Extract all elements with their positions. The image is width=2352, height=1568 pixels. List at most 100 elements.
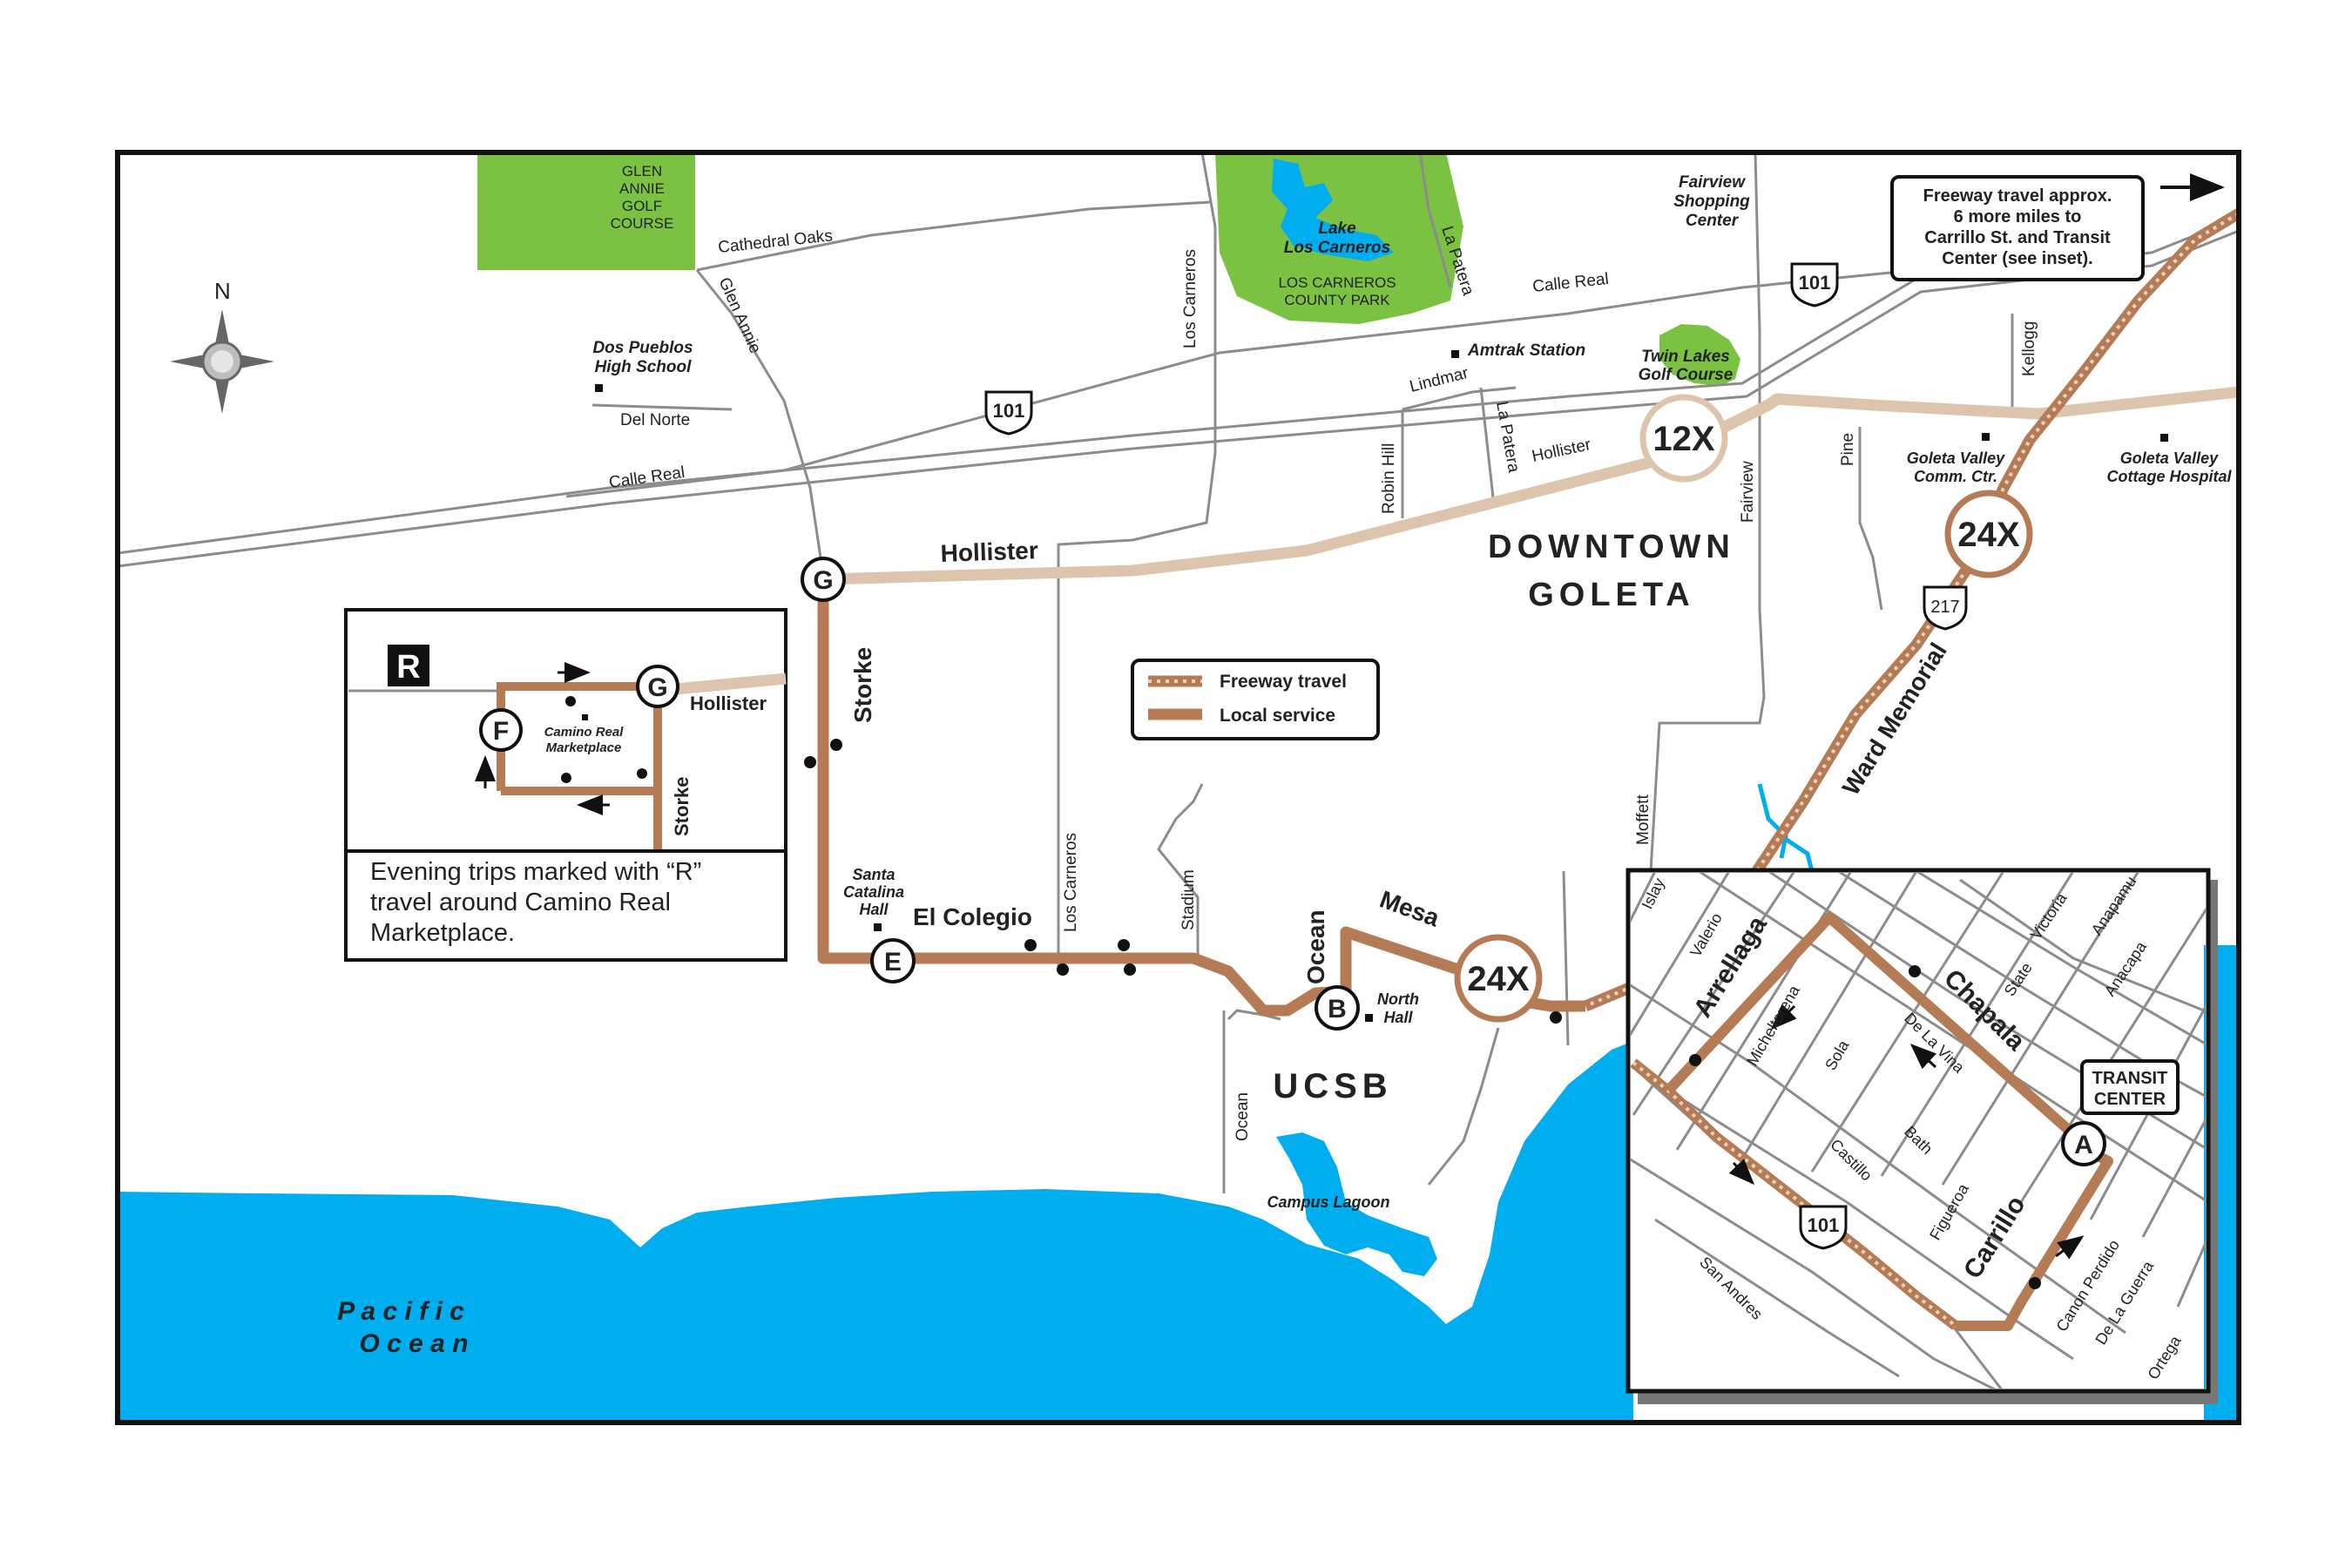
inset-arrow-se-icon xyxy=(1728,1159,1755,1186)
la-patera-s-road xyxy=(1479,387,1496,506)
goleta-comm-label-1: Goleta Valley xyxy=(1907,449,2005,467)
goleta-comm-marker xyxy=(1982,433,1990,441)
glen-annie-label-4: COURSE xyxy=(611,215,674,232)
fairview-label-2: Shopping xyxy=(1673,193,1750,211)
route-12x-line xyxy=(822,386,2239,585)
inset-hollister-label: Hollister xyxy=(690,693,767,714)
ucsb-label: UCSB xyxy=(1273,1067,1392,1105)
dos-pueblos-label-2: High School xyxy=(595,358,693,376)
legend-local-label: Local service xyxy=(1220,706,1335,726)
downtown-label-1: DOWNTOWN xyxy=(1488,529,1735,565)
inset-101-shield-icon: 101 xyxy=(1799,1205,1848,1250)
cottage-hospital-label-2: Cottage Hospital xyxy=(2106,468,2232,485)
inset-stop-a: A xyxy=(2061,1121,2106,1166)
north-hall-label-2: Hall xyxy=(1383,1009,1413,1026)
inset-r: R G F Hollister Storke Camino Real Marke… xyxy=(344,608,787,962)
freeway-note-2: 6 more miles to xyxy=(1954,207,2082,226)
moffett-label: Moffett xyxy=(1634,794,1652,845)
lake-label-2: Los Carneros xyxy=(1284,239,1390,257)
glen-annie-label-1: GLEN xyxy=(622,163,662,179)
twin-lakes-label-1: Twin Lakes xyxy=(1641,348,1730,366)
fairview-road xyxy=(1649,152,1766,872)
kellogg-label: Kellogg xyxy=(2020,321,2038,376)
glen-annie-golf-course xyxy=(477,152,695,270)
inset-ocean xyxy=(2204,945,2206,1389)
cathedral-oaks-road xyxy=(696,200,1212,272)
stop-g: G xyxy=(801,557,846,602)
stop-g-label: G xyxy=(813,566,833,595)
glen-annie-label-2: ANNIE xyxy=(619,180,665,197)
hollister-main-label: Hollister xyxy=(940,537,1038,567)
hwy101-label: 101 xyxy=(993,400,1025,422)
glen-annie-road xyxy=(695,269,825,576)
stop-b-label: B xyxy=(1328,995,1347,1024)
compass-rose-icon: N xyxy=(170,278,274,414)
hwy217-label: 217 xyxy=(1930,598,1959,617)
inset-marketplace-label-1: Camino Real xyxy=(544,725,625,740)
campus-lagoon xyxy=(1276,1132,1437,1276)
campus-lagoon-label: Campus Lagoon xyxy=(1267,1193,1389,1211)
route-24x-south-badge: 24X xyxy=(1454,934,1543,1023)
freeway-note-3: Carrillo St. and Transit xyxy=(1924,228,2111,247)
robin-hill-label: Robin Hill xyxy=(1380,443,1398,514)
county-park-label-1: LOS CARNEROS xyxy=(1278,274,1396,291)
fairview-label-3: Center xyxy=(1686,212,1740,230)
pacific-ocean xyxy=(118,1041,1633,1423)
twin-lakes-golf-course xyxy=(1659,324,1740,386)
ocean-route-label: Ocean xyxy=(1302,909,1329,984)
inset-arrow-nw-icon xyxy=(1770,1004,1797,1031)
river xyxy=(1757,783,1815,872)
twin-lakes-label-2: Golf Course xyxy=(1639,366,1734,384)
stop-e: E xyxy=(870,938,916,983)
inset-stop-a-label: A xyxy=(2074,1131,2093,1159)
inset-note-2: travel around Camino Real xyxy=(370,889,671,916)
cottage-hospital-marker xyxy=(2160,434,2168,442)
legend: Freeway travel Local service xyxy=(1131,659,1380,740)
santa-catalina-label-2: Catalina xyxy=(843,883,904,901)
north-hall-marker xyxy=(1365,1014,1373,1022)
inset-stop-f xyxy=(479,708,523,752)
santa-catalina-marker xyxy=(874,923,882,931)
pacific-label-2: O c e a n xyxy=(359,1329,468,1358)
ocean-campus-label: Ocean xyxy=(1233,1092,1252,1141)
transit-center-label-2: CENTER xyxy=(2094,1090,2166,1109)
transit-center-label-1: TRANSIT xyxy=(2092,1069,2168,1088)
stop-e-label: E xyxy=(884,948,902,977)
inset-marketplace-label-2: Marketplace xyxy=(546,740,622,755)
del-norte-label: Del Norte xyxy=(620,411,690,429)
route-12x-badge: 12X xyxy=(1639,394,1728,483)
fairview-label-1: Fairview xyxy=(1679,173,1746,192)
north-hall-label-1: North xyxy=(1377,990,1419,1008)
highway-101-shield-icon: 101 xyxy=(984,390,1033,436)
inset-hwy101-label: 101 xyxy=(1808,1214,1840,1236)
campus-edge xyxy=(1427,1027,1500,1186)
route-24x-east-badge: 24X xyxy=(1944,490,2033,578)
amtrak-label: Amtrak Station xyxy=(1467,341,1585,360)
santa-catalina-label-1: Santa xyxy=(852,866,895,883)
downtown-label-2: GOLETA xyxy=(1528,577,1695,613)
highway-101-shield-icon-east: 101 xyxy=(1790,262,1839,308)
santa-catalina-label-3: Hall xyxy=(859,901,889,918)
freeway-note-1: Freeway travel approx. xyxy=(1923,186,2112,206)
legend-freeway-label: Freeway travel xyxy=(1220,672,1347,692)
el-colegio-label: El Colegio xyxy=(913,903,1032,930)
pine-road xyxy=(1858,427,1883,611)
inset-stop-f-label: F xyxy=(493,717,509,746)
dos-pueblos-marker xyxy=(595,384,603,392)
downtown-inset: Islay Valerio Micheltorena Sola De La Vi… xyxy=(1625,868,2211,1394)
dos-pueblos-label-1: Dos Pueblos xyxy=(592,339,693,357)
inset-note-1: Evening trips marked with “R” xyxy=(370,858,701,886)
county-park-label-2: COUNTY PARK xyxy=(1284,292,1390,308)
freeway-note: Freeway travel approx. 6 more miles to C… xyxy=(1890,175,2145,281)
la-patera-n-road xyxy=(1418,152,1452,288)
pacific-label-1: P a c i f i c xyxy=(337,1297,464,1326)
stop-b: B xyxy=(1315,985,1360,1031)
lake-los-carneros xyxy=(1272,159,1394,261)
inset-arrow-ne-icon xyxy=(2055,1235,2085,1260)
route-12x-label: 12X xyxy=(1652,420,1714,458)
campus-coast-road xyxy=(1227,1009,1281,1021)
los-carneros-n-road xyxy=(1057,152,1217,967)
los-carneros-n-label: Los Carneros xyxy=(1181,249,1200,348)
hwy101-east-label: 101 xyxy=(1799,272,1831,294)
